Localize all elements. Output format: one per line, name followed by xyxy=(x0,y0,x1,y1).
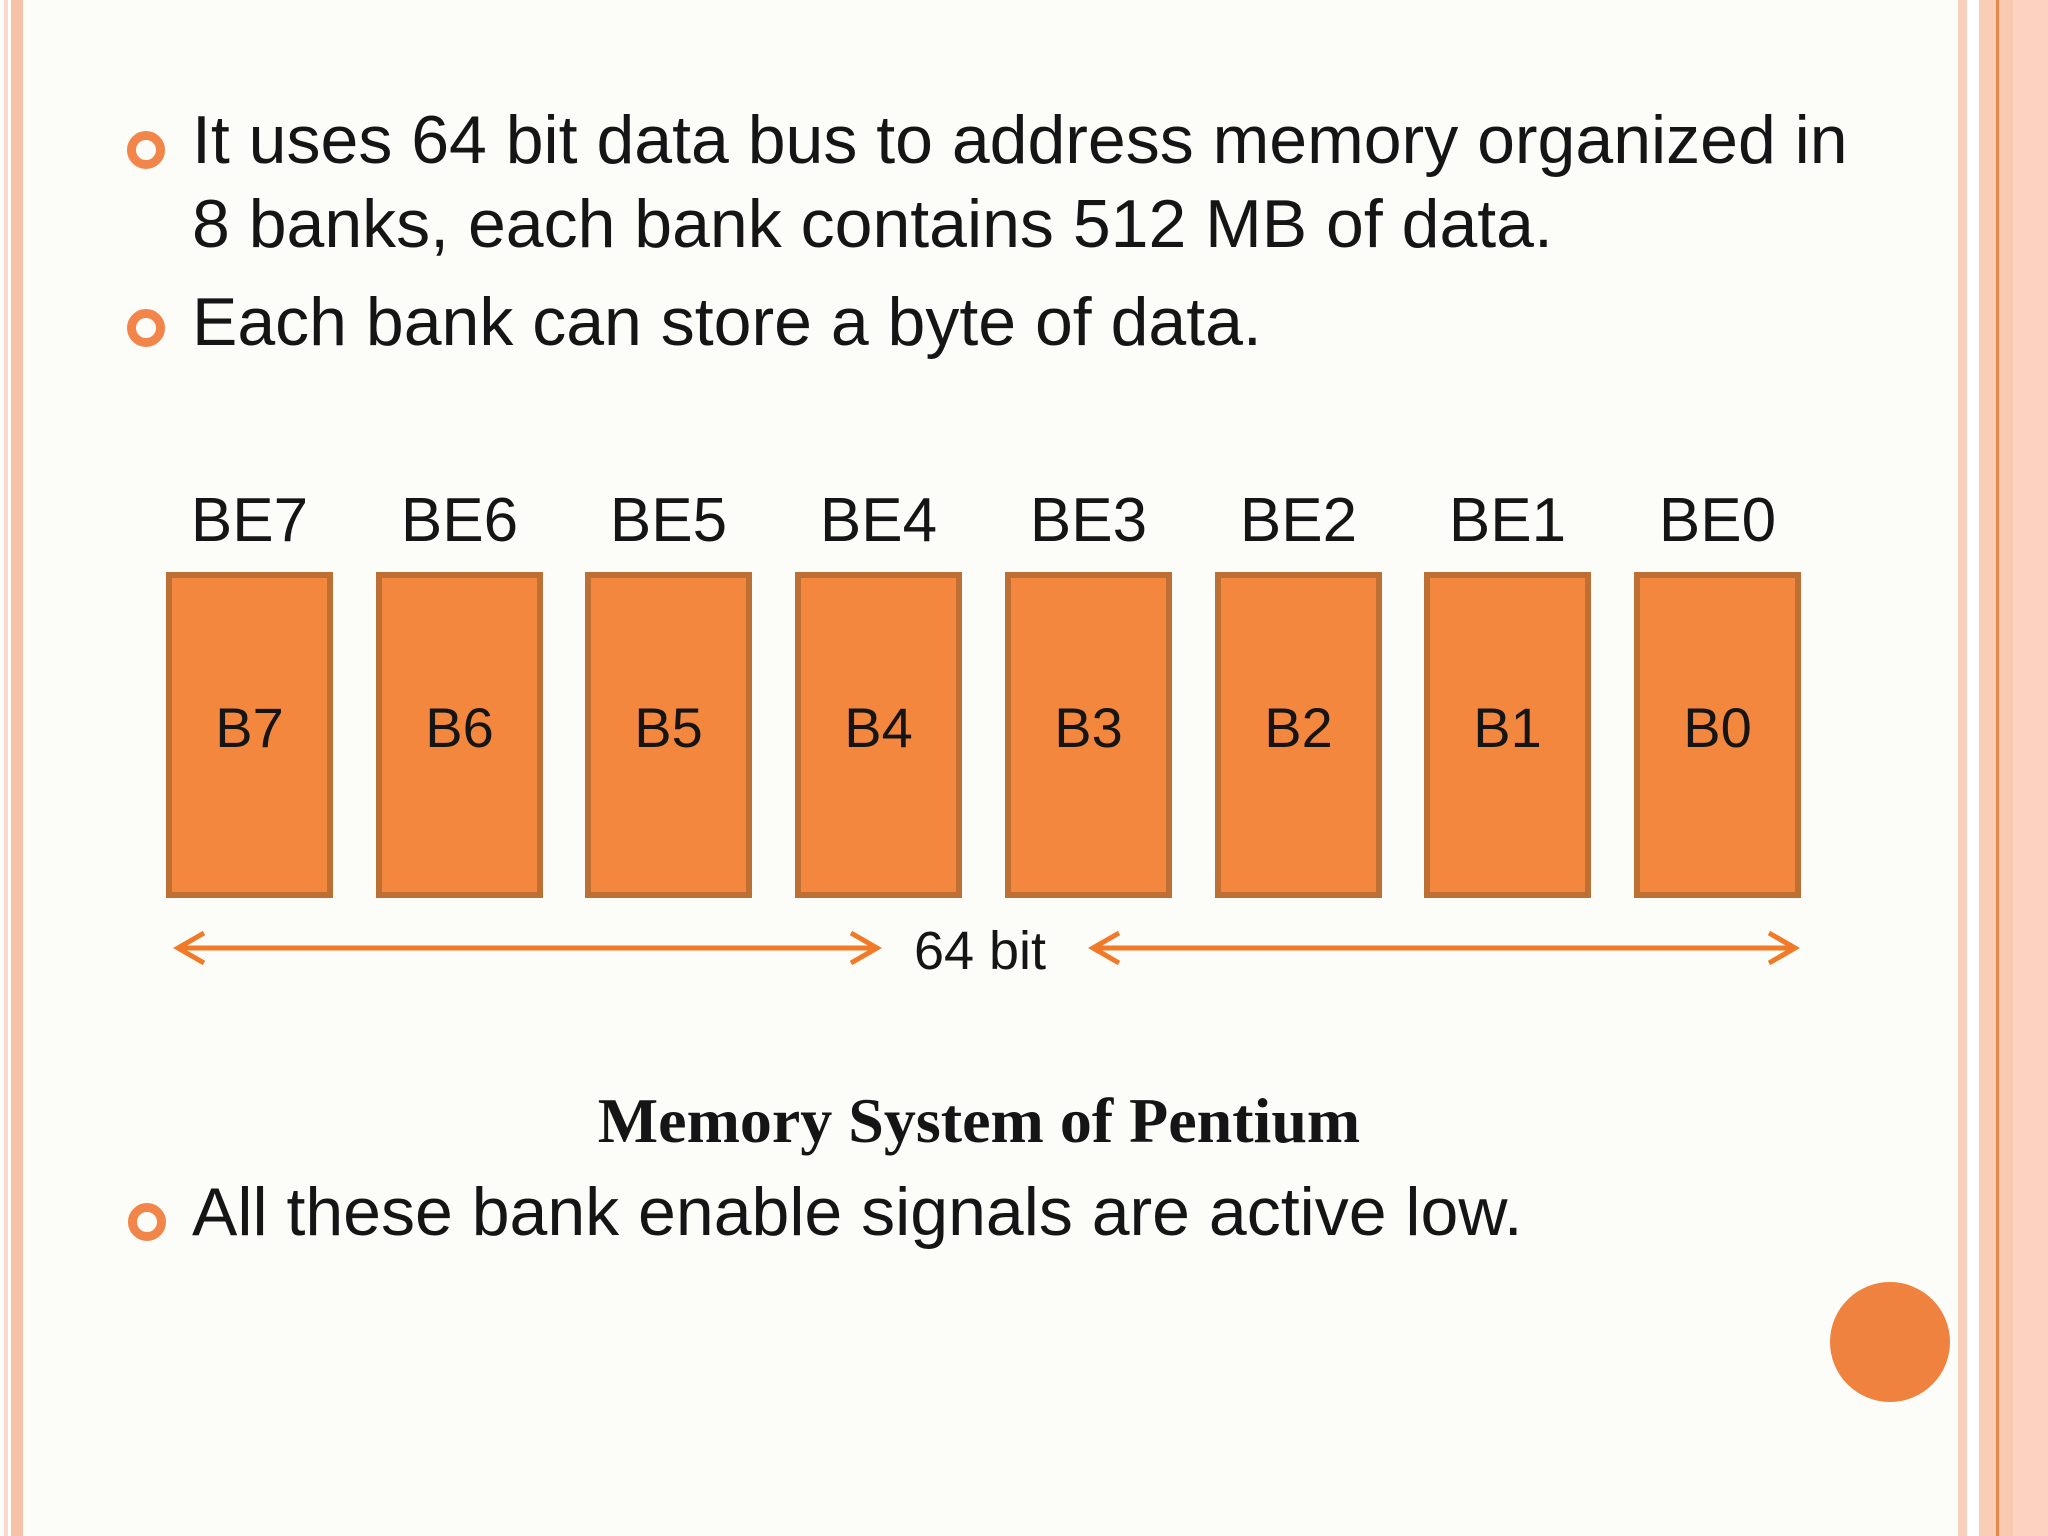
bank-column-5: BE5 B5 xyxy=(585,490,752,898)
bus-width-label: 64 bit xyxy=(913,921,1047,981)
bullet-text-active-low: All these bank enable signals are active… xyxy=(192,1174,1523,1250)
bank-enable-label: BE2 xyxy=(1239,486,1358,555)
bank-enable-label: BE5 xyxy=(609,486,728,555)
diagram-caption: Memory System of Pentium xyxy=(597,1085,1361,1156)
bank-enable-label: BE6 xyxy=(400,486,519,555)
bank-enable-label: BE4 xyxy=(819,486,938,555)
ring-bullet-icon xyxy=(127,131,165,169)
bank-enable-label: BE3 xyxy=(1029,486,1148,555)
bank-box: B1 xyxy=(1424,572,1591,898)
bank-label: B2 xyxy=(1264,696,1333,759)
bank-label: B6 xyxy=(425,696,494,759)
bank-label: B0 xyxy=(1683,696,1752,759)
bank-label: B5 xyxy=(634,696,703,759)
right-border-stripe-1 xyxy=(1958,0,1967,1536)
bullet-text-data-bus: It uses 64 bit data bus to address memor… xyxy=(192,102,1848,262)
bank-box: B0 xyxy=(1634,572,1801,898)
bank-column-7: BE7 B7 xyxy=(166,490,333,898)
bank-column-3: BE3 B3 xyxy=(1005,490,1172,898)
bank-box: B3 xyxy=(1005,572,1172,898)
bank-column-2: BE2 B2 xyxy=(1215,490,1382,898)
bank-box: B5 xyxy=(585,572,752,898)
left-border-stripe-thin xyxy=(4,0,8,1536)
bank-column-0: BE0 B0 xyxy=(1634,490,1801,898)
bank-enable-label: BE7 xyxy=(190,486,309,555)
bus-width-arrow-right-icon xyxy=(1085,920,1803,976)
right-border-stripe-gap xyxy=(1967,0,1979,1536)
decorative-circle xyxy=(1830,1282,1950,1402)
bank-enable-label: BE1 xyxy=(1448,486,1567,555)
bank-box: B7 xyxy=(166,572,333,898)
right-border-stripe-2 xyxy=(1979,0,1996,1536)
bank-box: B4 xyxy=(795,572,962,898)
ring-bullet-icon xyxy=(128,1203,166,1241)
bank-column-6: BE6 B6 xyxy=(376,490,543,898)
right-border-stripe-3 xyxy=(1999,0,2013,1536)
left-border-stripe-wide xyxy=(11,0,23,1536)
bank-label: B4 xyxy=(844,696,913,759)
bus-width-arrow-left-icon xyxy=(170,920,885,976)
ring-bullet-icon xyxy=(127,309,165,347)
bank-enable-label: BE0 xyxy=(1658,486,1777,555)
bank-box: B2 xyxy=(1215,572,1382,898)
bank-label: B7 xyxy=(215,696,284,759)
right-border-stripe-4 xyxy=(2013,0,2048,1536)
bank-column-1: BE1 B1 xyxy=(1424,490,1591,898)
bank-column-4: BE4 B4 xyxy=(795,490,962,898)
bank-label: B3 xyxy=(1054,696,1123,759)
bank-box: B6 xyxy=(376,572,543,898)
right-border-stripe-line xyxy=(1996,0,1999,1536)
bank-label: B1 xyxy=(1473,696,1542,759)
bullet-text-byte-store: Each bank can store a byte of data. xyxy=(192,284,1262,360)
